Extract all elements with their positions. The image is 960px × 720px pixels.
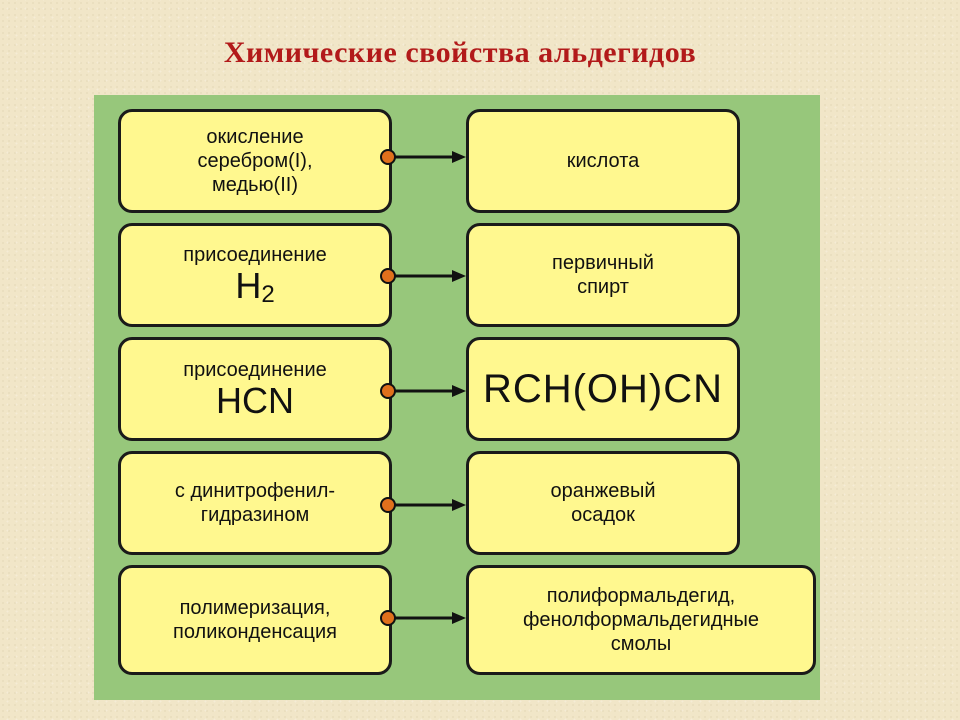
product-line: осадок [571, 504, 635, 526]
reaction-box-oxidation: окисление серебром(I), медью(II) [118, 109, 392, 213]
connector-arrow-5 [380, 610, 466, 626]
connector-dot [380, 268, 396, 284]
product-box-polymers: полиформальдегид, фенолформальдегидные с… [466, 565, 816, 675]
reaction-box-hcn-addition: присоединение HCN [118, 337, 392, 441]
reaction-line: медью(II) [212, 174, 298, 196]
connector-dot [380, 149, 396, 165]
slide-title: Химические свойства альдегидов [223, 36, 697, 69]
product-line: смолы [610, 633, 672, 655]
product-formula: RCH(OH)CN [482, 367, 724, 411]
connector-dot [380, 383, 396, 399]
connector-arrow-2 [380, 268, 466, 284]
reaction-line: гидразином [200, 504, 310, 526]
connector-arrow-3 [380, 383, 466, 399]
reaction-box-hydrogenation: присоединение H2 [118, 223, 392, 327]
product-line: спирт [577, 276, 629, 298]
product-line: фенолформальдегидные [522, 609, 760, 631]
reaction-formula: H2 [235, 264, 275, 308]
connector-dot [380, 497, 396, 513]
reaction-formula: HCN [215, 380, 294, 422]
reaction-box-polymerization: полимеризация, поликонденсация [118, 565, 392, 675]
product-line: полиформальдегид, [546, 585, 736, 607]
reaction-box-dnph: с динитрофенил- гидразином [118, 451, 392, 555]
product-box-orange-precipitate: оранжевый осадок [466, 451, 740, 555]
reaction-line: присоединение [183, 359, 327, 382]
product-box-primary-alcohol: первичный спирт [466, 223, 740, 327]
connector-arrow-1 [380, 149, 466, 165]
product-line: первичный [552, 252, 654, 274]
reaction-line: серебром(I), [197, 150, 313, 172]
reaction-line: поликонденсация [173, 621, 337, 643]
product-line: кислота [566, 150, 640, 172]
connector-arrow-4 [380, 497, 466, 513]
product-line: оранжевый [550, 480, 656, 502]
reaction-line: с динитрофенил- [174, 480, 336, 502]
product-box-cyanohydrin: RCH(OH)CN [466, 337, 740, 441]
connector-dot [380, 610, 396, 626]
reaction-line: полимеризация, [179, 597, 331, 619]
product-box-acid: кислота [466, 109, 740, 213]
reaction-line: окисление [206, 126, 304, 148]
reaction-line: присоединение [183, 243, 327, 266]
